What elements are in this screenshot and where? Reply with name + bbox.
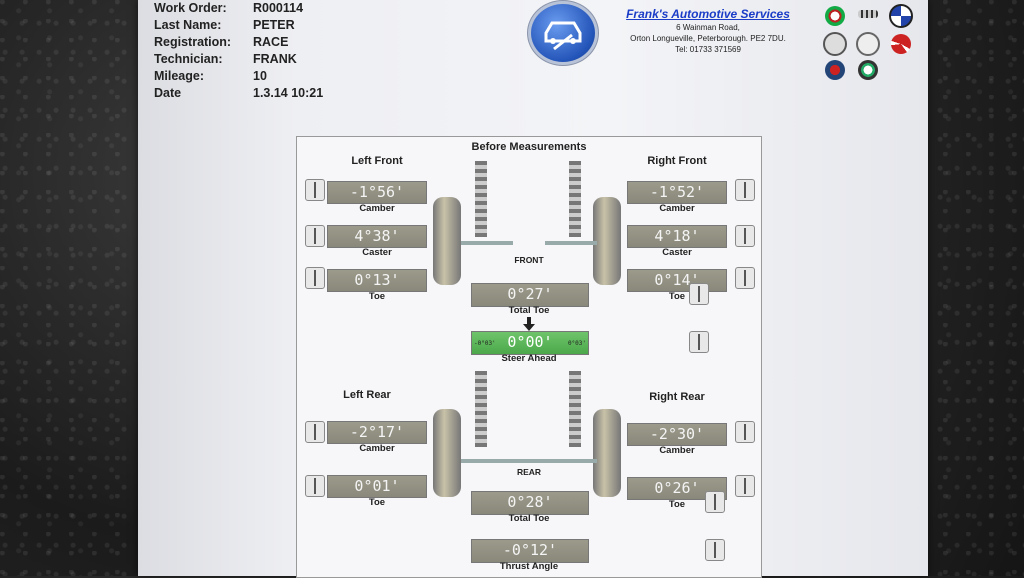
lr-camber-label: Camber <box>359 443 395 454</box>
rf-toe-label: Toe <box>668 291 686 302</box>
rf-caster-value: 4°18' <box>627 225 727 248</box>
camber-icon <box>305 421 325 443</box>
left-rear-wheel <box>433 409 461 497</box>
rear-axle-label: REAR <box>516 467 542 477</box>
right-rear-strut <box>569 371 581 447</box>
bmw-logo-icon <box>888 4 913 28</box>
lf-caster-label: Caster <box>362 247 392 258</box>
mileage-label: Mileage: <box>154 69 205 83</box>
mitsubishi-logo-icon <box>890 34 911 54</box>
total-toe-icon <box>689 283 709 305</box>
lf-toe-label: Toe <box>368 291 386 302</box>
job-details: Work Order: R000114 Last Name: PETER Regis… <box>154 0 323 102</box>
steer-ahead-label: Steer Ahead <box>501 353 557 364</box>
thrust-angle-icon <box>705 539 725 561</box>
skoda-logo-icon <box>857 60 878 80</box>
camber-icon <box>735 179 755 201</box>
last-name-value: PETER <box>253 18 295 32</box>
mercedes-logo-icon <box>855 32 880 56</box>
left-front-wheel <box>433 197 461 285</box>
left-rear-strut <box>475 371 487 447</box>
front-left-arm <box>461 241 513 245</box>
toe-icon <box>735 267 755 289</box>
toe-icon <box>305 267 325 289</box>
company-address-1: 6 Wainman Road, <box>676 23 740 32</box>
alignment-report: Before Measurements Left Front Right Fro… <box>296 136 762 578</box>
work-order-label: Work Order: <box>154 1 227 15</box>
right-front-wheel <box>593 197 621 285</box>
right-rear-wheel <box>593 409 621 497</box>
rear-total-toe-label: Total Toe <box>508 513 550 524</box>
toe-icon <box>735 475 755 497</box>
rr-camber-value: -2°30' <box>627 423 727 446</box>
rf-camber-label: Camber <box>659 203 695 214</box>
registration-value: RACE <box>253 35 289 49</box>
mazda-logo-icon <box>822 32 847 56</box>
company-name[interactable]: Frank's Automotive Services <box>626 7 790 21</box>
right-front-heading: Right Front <box>647 155 707 167</box>
toe-icon <box>305 475 325 497</box>
garage-logo-icon <box>531 4 595 62</box>
front-total-toe-value: 0°27' <box>471 283 589 307</box>
lf-caster-value: 4°38' <box>327 225 427 248</box>
audi-logo-icon <box>857 10 878 18</box>
thrust-angle-value: -0°12' <box>471 539 589 563</box>
report-title: Before Measurements <box>471 141 587 153</box>
rear-axle-beam <box>461 459 597 463</box>
company-block: Frank's Automotive Services 6 Wainman Ro… <box>588 6 828 55</box>
camber-icon <box>305 179 325 201</box>
mileage-value: 10 <box>253 69 267 83</box>
lf-camber-value: -1°56' <box>327 181 427 204</box>
thrust-angle-label: Thrust Angle <box>499 561 559 572</box>
right-front-strut <box>569 161 581 237</box>
company-phone: Tel: 01733 371569 <box>675 45 741 54</box>
vauxhall-logo-icon <box>891 60 911 80</box>
work-order-value: R000114 <box>253 1 304 15</box>
left-rear-heading: Left Rear <box>343 389 391 401</box>
front-total-toe-label: Total Toe <box>508 305 550 316</box>
steer-ahead-icon <box>689 331 709 353</box>
technician-value: FRANK <box>253 52 297 66</box>
steer-min-tolerance: -0°03' <box>474 340 496 347</box>
lf-toe-value: 0°13' <box>327 269 427 292</box>
saab-logo-icon <box>824 60 845 80</box>
rr-camber-label: Camber <box>659 445 695 456</box>
steer-indicator-arrow-icon <box>523 317 535 331</box>
date-value: 1.3.14 10:21 <box>253 86 324 100</box>
rf-toe-value: 0°14' <box>627 269 727 292</box>
last-name-label: Last Name: <box>154 18 222 32</box>
brand-logos <box>818 4 918 80</box>
steer-ahead-reading: 0°00' <box>507 333 553 351</box>
left-front-heading: Left Front <box>351 155 403 167</box>
printout-sheet: Work Order: R000114 Last Name: PETER Regis… <box>138 0 928 578</box>
rf-caster-label: Caster <box>662 247 692 258</box>
right-rear-heading: Right Rear <box>649 391 705 403</box>
caster-icon <box>305 225 325 247</box>
steer-max-tolerance: 0°03' <box>567 340 586 347</box>
front-axle-label: FRONT <box>514 255 544 265</box>
rear-total-toe-value: 0°28' <box>471 491 589 515</box>
company-address-2: Orton Longueville, Peterborough. PE2 7DU… <box>630 34 786 43</box>
lf-camber-label: Camber <box>359 203 395 214</box>
caster-icon <box>735 225 755 247</box>
registration-label: Registration: <box>154 35 232 49</box>
lr-camber-value: -2°17' <box>327 421 427 444</box>
rf-camber-value: -1°52' <box>627 181 727 204</box>
total-toe-icon <box>705 491 725 513</box>
alfa-romeo-logo-icon <box>824 6 845 26</box>
front-right-arm <box>545 241 597 245</box>
technician-label: Technician: <box>154 52 223 66</box>
rr-toe-label: Toe <box>668 499 686 510</box>
lr-toe-label: Toe <box>368 497 386 508</box>
camber-icon <box>735 421 755 443</box>
lr-toe-value: 0°01' <box>327 475 427 498</box>
steer-ahead-value: -0°03' 0°00' 0°03' <box>471 331 589 355</box>
rr-toe-value: 0°26' <box>627 477 727 500</box>
date-label: Date <box>154 86 182 100</box>
left-front-strut <box>475 161 487 237</box>
